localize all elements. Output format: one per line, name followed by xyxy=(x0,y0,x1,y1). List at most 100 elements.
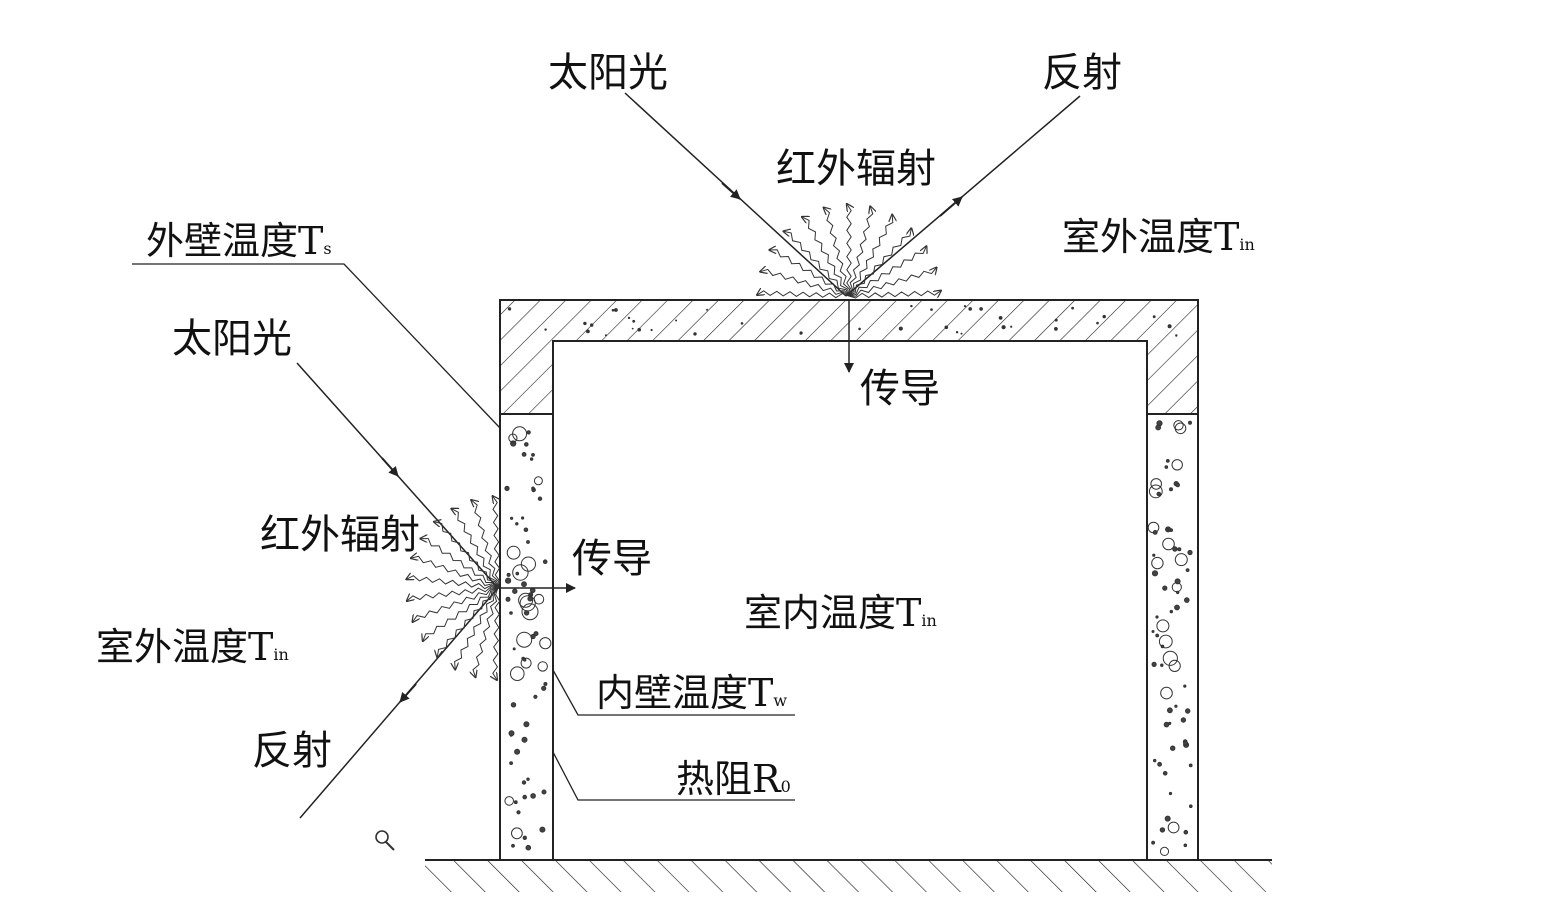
aggregate-speck xyxy=(1151,630,1155,633)
aggregate-speck xyxy=(509,761,514,765)
aggregate-speck xyxy=(521,780,527,785)
roof-speck xyxy=(627,316,631,320)
infrared-ray xyxy=(407,586,499,601)
aggregate-speck xyxy=(1155,424,1162,431)
aggregate-speck xyxy=(1160,663,1164,667)
aggregate-speck xyxy=(1189,804,1193,809)
aggregate-speck xyxy=(1164,465,1169,469)
aggregate-speck xyxy=(1174,553,1188,567)
aggregate-speck xyxy=(512,588,518,594)
aggregate-speck xyxy=(522,835,527,840)
aggregate-speck xyxy=(1168,791,1173,796)
roof-speck xyxy=(637,327,641,332)
left-sunlight-label: 太阳光 xyxy=(172,316,292,362)
roof-speck xyxy=(898,326,903,331)
roof-speck xyxy=(968,307,972,311)
roof-speck xyxy=(1001,325,1006,330)
aggregate-speck xyxy=(1183,843,1188,848)
infrared-ray xyxy=(784,231,850,297)
aggregate-speck xyxy=(1156,491,1162,497)
aggregate-speck xyxy=(541,789,547,795)
roof-speck xyxy=(1071,306,1074,310)
aggregate-speck xyxy=(513,800,518,805)
roof-speck xyxy=(632,319,636,323)
aggregate-speck xyxy=(506,572,511,577)
roof-speck xyxy=(544,328,547,331)
aggregate-speck xyxy=(512,426,528,442)
aggregate-speck xyxy=(1167,821,1180,834)
aggregate-speck xyxy=(1151,570,1159,577)
aggregate-speck xyxy=(518,592,534,608)
aggregate-speck xyxy=(505,577,512,584)
aggregate-speck xyxy=(509,611,513,615)
infrared-ray xyxy=(413,587,499,622)
infrared-ray xyxy=(802,217,850,297)
aggregate-speck xyxy=(1164,815,1171,822)
aggregate-speck xyxy=(523,658,527,662)
aggregate-speck xyxy=(510,516,514,520)
aggregate-speck xyxy=(530,793,536,799)
roof-speck xyxy=(1096,321,1099,325)
aggregate-speck xyxy=(1162,771,1168,776)
aggregate-speck xyxy=(511,843,515,848)
aggregate-speck xyxy=(521,516,525,520)
roof-speck xyxy=(590,323,594,327)
infrared-ray xyxy=(848,215,893,297)
aggregate-speck xyxy=(1169,487,1173,492)
infrared-ray xyxy=(848,246,926,297)
aggregate-speck xyxy=(508,730,515,737)
roof-speck xyxy=(955,331,959,334)
aggregate-speck xyxy=(537,661,548,672)
roof-speck xyxy=(1054,318,1058,322)
aggregate-speck xyxy=(512,564,529,581)
aggregate-speck xyxy=(512,647,516,651)
roof-speck xyxy=(1054,327,1058,331)
infrared-ray xyxy=(406,576,499,590)
roof-speck xyxy=(998,316,1003,320)
roof-speck xyxy=(583,321,587,326)
roof-speck xyxy=(650,328,653,332)
aggregate-speck xyxy=(1151,661,1157,668)
top-outdoor-temp-label: 室外温度Tin xyxy=(1062,215,1255,259)
aggregate-speck xyxy=(531,486,535,491)
infrared-ray xyxy=(420,539,499,589)
roof-speck xyxy=(693,332,697,336)
aggregate-speck xyxy=(1167,707,1173,714)
aggregate-speck xyxy=(1173,420,1184,431)
aggregate-speck xyxy=(523,527,529,533)
left-infrared-label: 红外辐射 xyxy=(260,512,420,558)
roof-speckle xyxy=(507,304,1178,337)
aggregate-speck xyxy=(1174,422,1187,435)
aggregate-speck xyxy=(1159,846,1170,857)
infrared-ray xyxy=(824,208,851,297)
aggregate-speck xyxy=(1165,459,1170,463)
magnifier-icon xyxy=(375,830,395,851)
aggregate-speck xyxy=(1172,546,1178,552)
wall-speckle xyxy=(504,420,1193,857)
top-sunlight-label: 太阳光 xyxy=(548,50,668,96)
top-conduction-label: 传导 xyxy=(860,366,940,412)
aggregate-speck xyxy=(511,827,523,840)
aggregate-speck xyxy=(1184,597,1190,603)
aggregate-speck xyxy=(1183,740,1189,746)
left-outdoor-temp-label: 室外温度Tin xyxy=(96,625,289,669)
aggregate-speck xyxy=(1183,684,1187,688)
aggregate-speck xyxy=(515,571,520,576)
roof-speck xyxy=(799,332,802,335)
left-infrared-burst xyxy=(406,496,501,680)
roof-speck xyxy=(507,307,512,311)
aggregate-speck xyxy=(510,702,517,708)
aggregate-speck xyxy=(531,453,535,457)
roof-speck xyxy=(586,329,590,334)
aggregate-speck xyxy=(521,736,528,743)
left-wall xyxy=(499,413,554,861)
roof-speck xyxy=(706,308,708,311)
roof-speck xyxy=(675,319,678,322)
roof-speck xyxy=(979,307,983,311)
aggregate-speck xyxy=(526,430,531,435)
aggregate-speck xyxy=(1185,708,1191,714)
roof-speck xyxy=(963,305,967,308)
aggregate-speck xyxy=(514,748,521,755)
infrared-ray xyxy=(848,228,911,297)
